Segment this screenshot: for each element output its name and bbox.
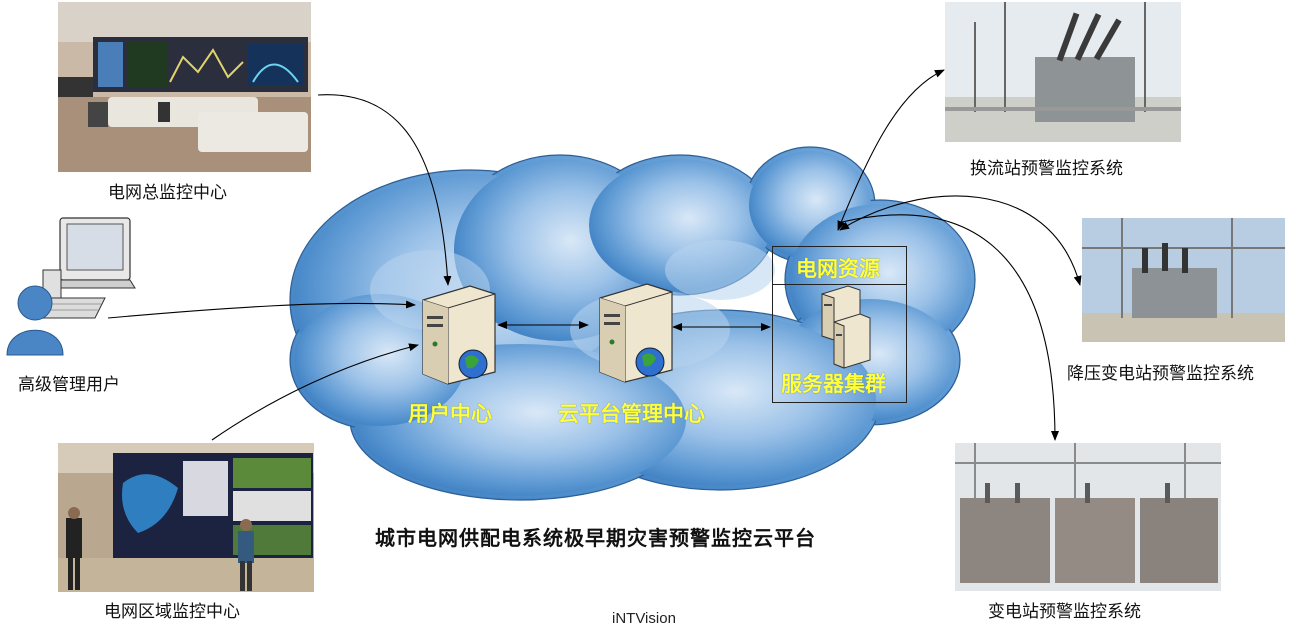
arrow-cluster-stepdown — [839, 195, 1082, 286]
senior-user-icon — [6, 217, 136, 356]
photo-converter — [945, 2, 1181, 142]
caption-senior-user: 高级管理用户 — [18, 375, 120, 395]
caption-grid-hq: 电网总监控中心 — [108, 183, 227, 203]
server-cluster-icon — [821, 285, 871, 369]
photo-stepdown — [1082, 218, 1285, 342]
photo-grid-hq — [58, 2, 311, 172]
user-center-label: 用户中心 — [408, 402, 492, 426]
watermark: iNTVision — [612, 610, 676, 627]
photo-regional — [58, 443, 314, 592]
server-cluster-label: 服务器集群 — [781, 372, 886, 396]
cloud-mgmt-label: 云平台管理中心 — [558, 402, 705, 426]
caption-substation: 变电站预警监控系统 — [988, 602, 1141, 622]
photo-substation — [955, 443, 1221, 591]
cloud-mgmt-server-icon — [599, 283, 673, 383]
caption-regional: 电网区域监控中心 — [104, 602, 240, 622]
arrow-cluster-substation — [841, 214, 1059, 441]
arrow-hq-to-user-center — [317, 94, 452, 286]
grid-resource-label: 电网资源 — [796, 257, 880, 281]
caption-stepdown: 降压变电站预警监控系统 — [1067, 364, 1254, 384]
grid-resource-box — [772, 246, 907, 403]
arrow-cluster-converter — [837, 69, 945, 231]
caption-converter: 换流站预警监控系统 — [970, 159, 1123, 179]
arrow-senior-to-user-center — [107, 300, 416, 319]
arrow-regional-to-user-center — [211, 343, 419, 441]
grid-resource-header — [773, 247, 906, 285]
user-center-server-icon — [422, 285, 496, 385]
diagram-title: 城市电网供配电系统极早期灾害预警监控云平台 — [375, 526, 816, 550]
